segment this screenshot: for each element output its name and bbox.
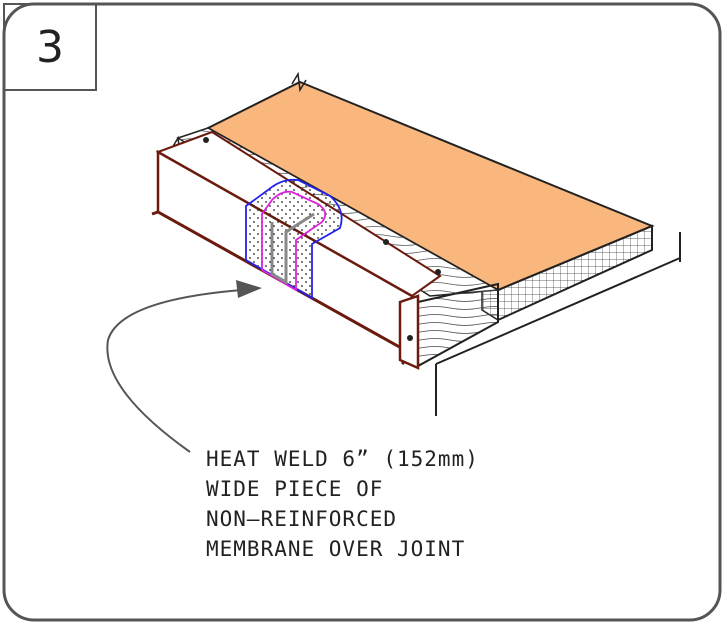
fastener xyxy=(383,239,389,245)
break-line-board xyxy=(291,71,307,93)
cover-strip xyxy=(245,178,343,300)
callout-line-1: HEAT WELD 6” (152mm) xyxy=(206,447,479,471)
callout-line-2: WIDE PIECE OF xyxy=(206,477,383,501)
callout-line-3: NON—REINFORCED xyxy=(206,507,397,531)
fastener xyxy=(435,269,441,275)
fasteners xyxy=(203,137,441,341)
leader-arrowhead xyxy=(236,280,262,298)
leader-line xyxy=(106,289,243,453)
step-number: 3 xyxy=(36,22,64,73)
fastener xyxy=(407,335,413,341)
callout-line-4: MEMBRANE OVER JOINT xyxy=(206,537,465,561)
metal-edge-end xyxy=(398,294,420,370)
fastener xyxy=(203,137,209,143)
step-number-box xyxy=(3,3,97,91)
roof-deck xyxy=(435,232,681,416)
